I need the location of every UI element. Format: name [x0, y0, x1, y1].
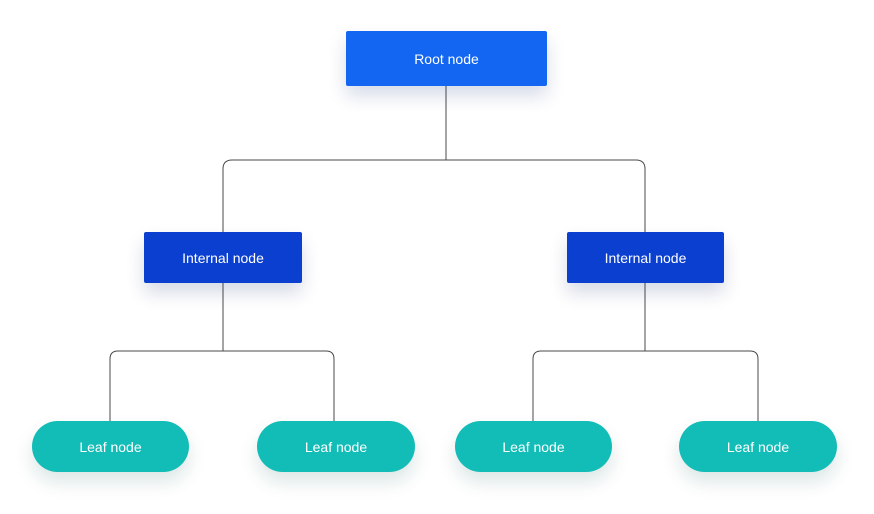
internal-node-left: Internal node [144, 232, 302, 283]
connector-internal-left-to-leaves [109, 283, 335, 421]
leaf-node-1: Leaf node [32, 421, 189, 472]
leaf-node-2: Leaf node [257, 421, 415, 472]
internal-node-left-label: Internal node [182, 249, 264, 266]
connector-root-to-internals [222, 86, 646, 232]
leaf-node-4-label: Leaf node [726, 438, 790, 455]
root-node: Root node [346, 31, 547, 86]
root-node-label: Root node [414, 50, 479, 67]
leaf-node-1-label: Leaf node [79, 438, 142, 455]
leaf-node-4: Leaf node [679, 421, 837, 472]
leaf-node-3-label: Leaf node [502, 438, 565, 455]
leaf-node-2-label: Leaf node [304, 438, 368, 455]
leaf-node-3: Leaf node [455, 421, 612, 472]
internal-node-right: Internal node [567, 232, 724, 283]
internal-node-right-label: Internal node [604, 249, 687, 266]
connector-internal-right-to-leaves [532, 283, 759, 421]
